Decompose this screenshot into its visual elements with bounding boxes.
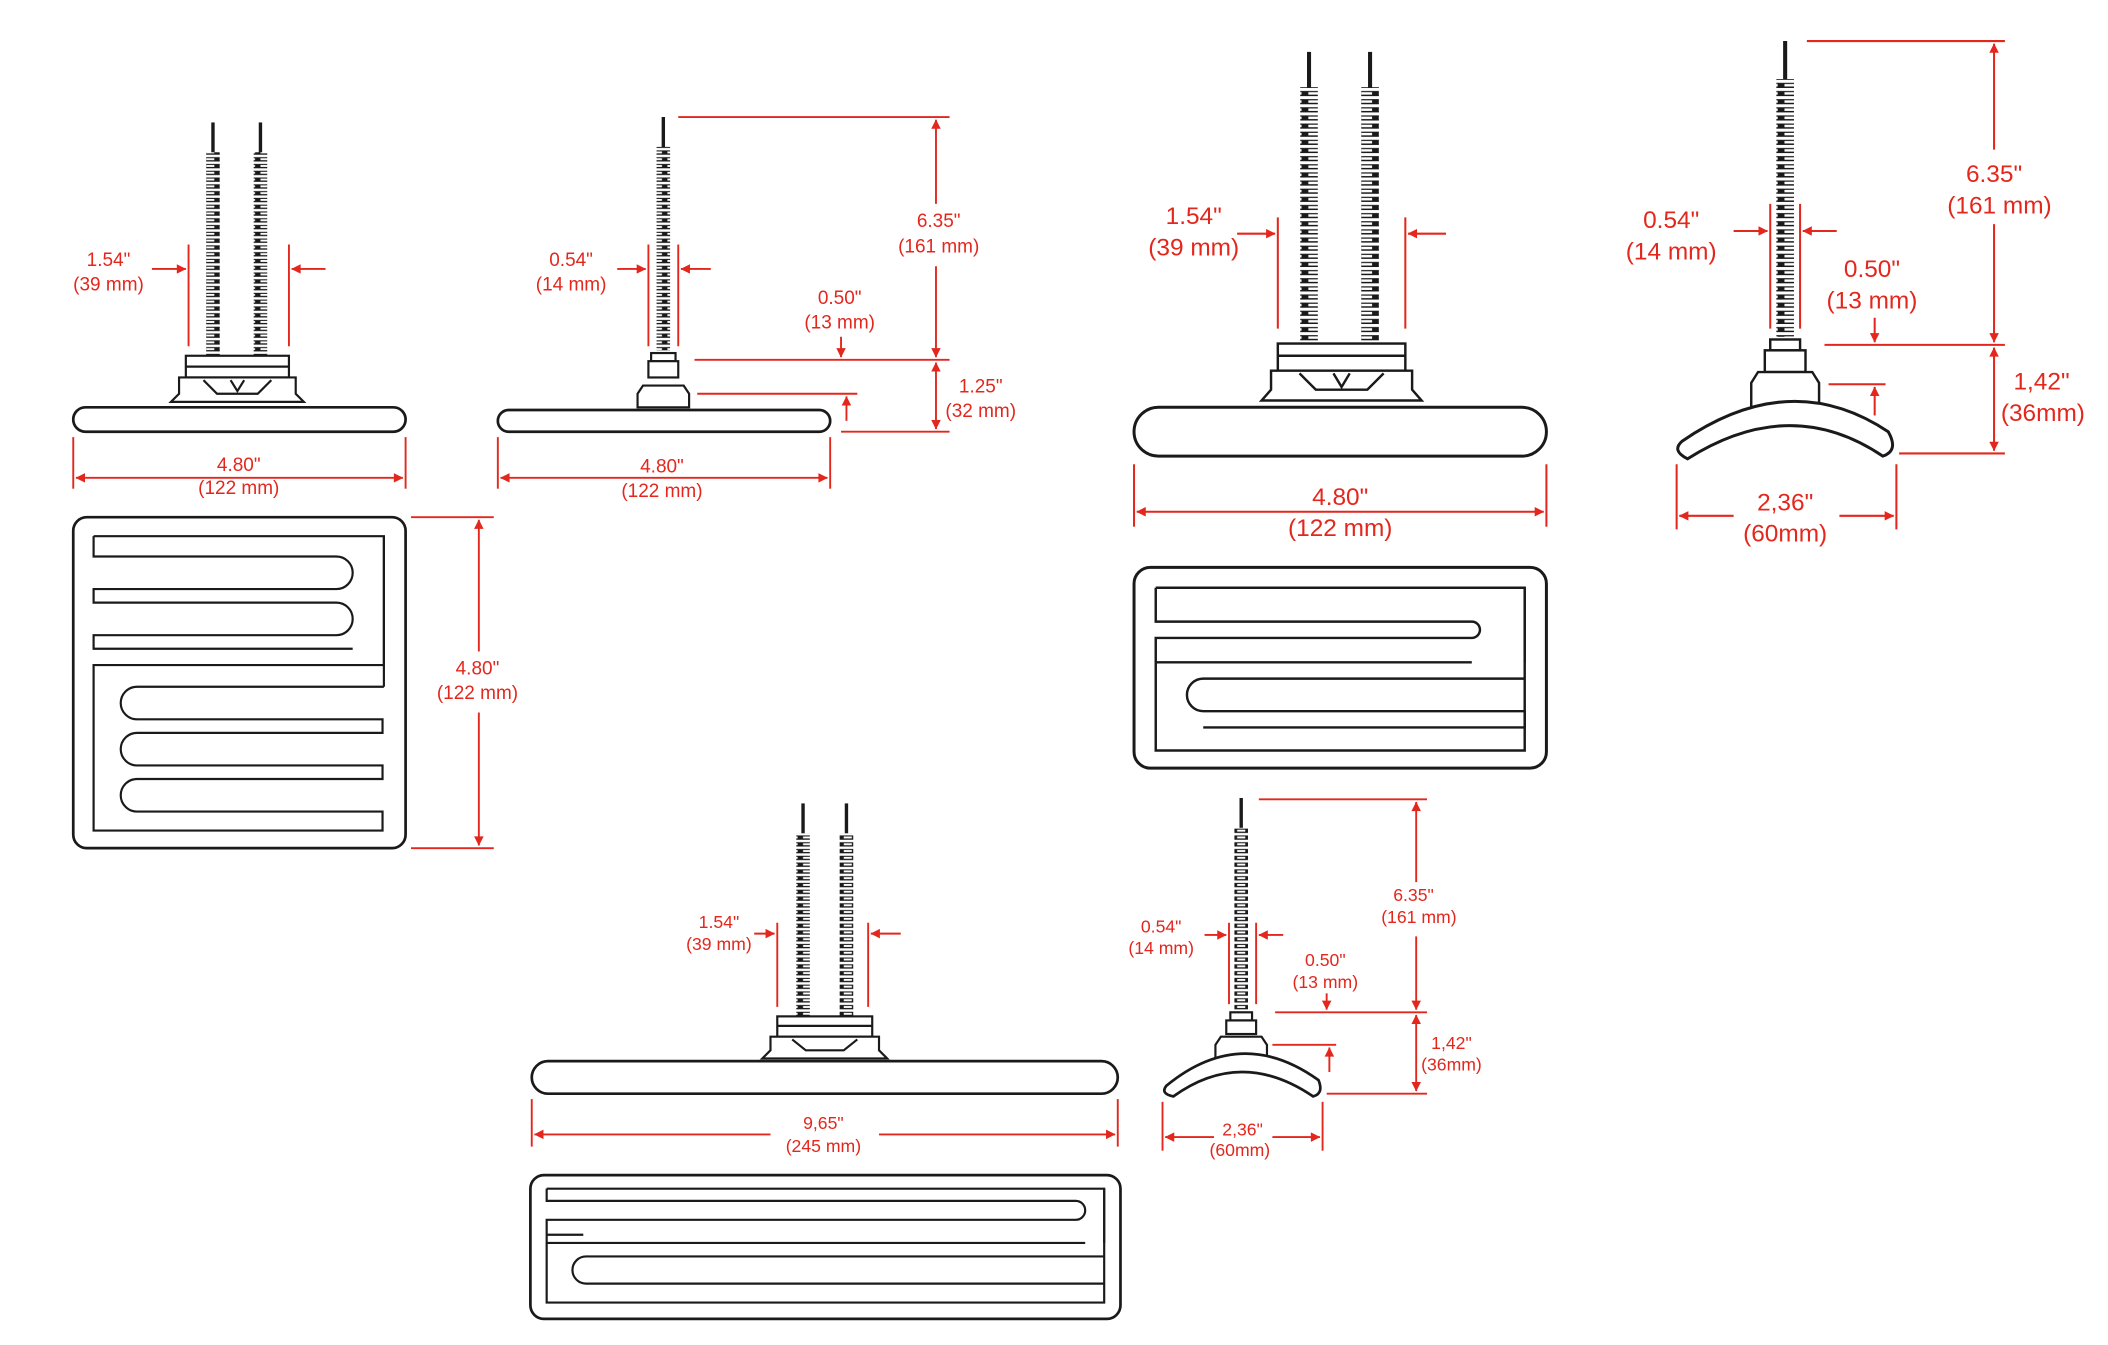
dims-view-c bbox=[1133, 217, 1548, 527]
label-width-in: 4.80" bbox=[640, 456, 684, 477]
coil-lead bbox=[1300, 87, 1318, 345]
label-lead-in: 6.35" bbox=[917, 211, 961, 232]
label-gap-mm: (39 mm) bbox=[1148, 234, 1239, 261]
coil-lead bbox=[839, 833, 854, 1017]
view-single-lead-side bbox=[496, 117, 832, 434]
label-lead-mm: (161 mm) bbox=[1947, 192, 2051, 219]
label-lead-mm: (161 mm) bbox=[898, 237, 979, 258]
view-flat-panel-top-b bbox=[1132, 565, 1548, 770]
label-lead-in: 6.35" bbox=[1393, 885, 1434, 905]
label-height-mm: (122 mm) bbox=[437, 683, 518, 704]
label-height-in: 4.80" bbox=[456, 659, 500, 680]
label-wire-mm: (14 mm) bbox=[1128, 938, 1194, 958]
label-gap-mm: (39 mm) bbox=[73, 275, 144, 296]
label-width-mm: (122 mm) bbox=[198, 478, 279, 499]
label-width-in: 9,65" bbox=[803, 1113, 844, 1133]
coil-lead bbox=[253, 152, 268, 356]
label-base-in: 1,42" bbox=[1431, 1033, 1472, 1053]
curved-panel-body bbox=[1676, 399, 1895, 461]
coil-lead bbox=[796, 833, 810, 1017]
panel-face bbox=[71, 515, 407, 850]
label-base-mm: (36mm) bbox=[2001, 400, 2085, 427]
label-width-mm: (122 mm) bbox=[1288, 515, 1392, 542]
panel-body bbox=[71, 405, 407, 434]
label-width-mm: (60mm) bbox=[1209, 1140, 1270, 1160]
label-wire-mm: (14 mm) bbox=[536, 275, 607, 296]
panel-face bbox=[529, 1173, 1122, 1321]
coil-lead bbox=[656, 146, 671, 351]
view-curved-panel-large bbox=[1676, 41, 1895, 461]
view-curved-panel-small bbox=[1163, 797, 1322, 1098]
label-gap-in: 1.54" bbox=[87, 250, 131, 271]
view-flat-panel-top-a bbox=[71, 515, 407, 850]
label-wire-in: 0.54" bbox=[549, 250, 593, 271]
label-nut-in: 0.50" bbox=[818, 288, 862, 309]
coil-lead bbox=[1776, 79, 1794, 337]
label-gap-in: 1.54" bbox=[699, 912, 740, 932]
view-long-panel-side bbox=[530, 803, 1120, 1096]
panel-body bbox=[530, 1059, 1120, 1096]
curved-panel-body bbox=[1163, 1052, 1322, 1098]
view-flat-panel-side-b bbox=[1132, 51, 1548, 458]
label-width-mm: (245 mm) bbox=[786, 1136, 861, 1156]
dims-view-a bbox=[72, 244, 407, 489]
view-flat-panel-side-a bbox=[71, 122, 407, 434]
coil-lead bbox=[206, 152, 220, 356]
dims-view-f bbox=[1161, 798, 1428, 1151]
label-nut-mm: (13 mm) bbox=[804, 313, 875, 334]
label-base-mm: (32 mm) bbox=[945, 401, 1016, 422]
label-base-mm: (36mm) bbox=[1421, 1055, 1482, 1075]
label-nut-in: 0.50" bbox=[1844, 256, 1900, 283]
label-wire-in: 0.54" bbox=[1643, 207, 1699, 234]
label-width-mm: (60mm) bbox=[1743, 521, 1827, 548]
label-base-in: 1.25" bbox=[959, 376, 1003, 397]
label-width-in: 2,36" bbox=[1222, 1120, 1263, 1140]
panel-body bbox=[496, 408, 832, 434]
label-lead-mm: (161 mm) bbox=[1381, 907, 1456, 927]
view-long-panel-top bbox=[529, 1173, 1122, 1321]
dims-view-e bbox=[530, 922, 1119, 1147]
label-base-in: 1,42" bbox=[2013, 369, 2069, 396]
panel-body bbox=[1132, 405, 1548, 458]
label-nut-in: 0.50" bbox=[1305, 950, 1346, 970]
label-lead-in: 6.35" bbox=[1966, 161, 2022, 188]
label-width-in: 4.80" bbox=[1312, 484, 1368, 511]
label-gap-in: 1.54" bbox=[1166, 203, 1222, 230]
label-wire-mm: (14 mm) bbox=[1626, 238, 1717, 265]
dims-view-a-top bbox=[411, 516, 494, 850]
coil-lead bbox=[1234, 827, 1248, 1013]
label-width-in: 4.80" bbox=[217, 455, 261, 476]
panel-face bbox=[1132, 565, 1548, 770]
label-wire-in: 0.54" bbox=[1141, 916, 1182, 936]
coil-lead bbox=[1361, 87, 1379, 345]
label-nut-mm: (13 mm) bbox=[1292, 972, 1358, 992]
label-width-mm: (122 mm) bbox=[621, 481, 702, 502]
dims-view-b bbox=[496, 116, 950, 489]
label-gap-mm: (39 mm) bbox=[686, 934, 752, 954]
label-nut-mm: (13 mm) bbox=[1827, 287, 1918, 314]
dims-view-d bbox=[1675, 40, 2005, 530]
label-width-in: 2,36" bbox=[1757, 489, 1813, 516]
